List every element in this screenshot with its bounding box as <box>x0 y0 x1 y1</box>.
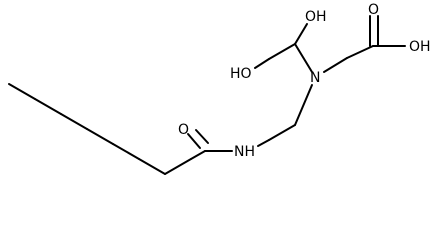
carboxymethyl-group <box>323 15 406 73</box>
octanoyl-chain <box>8 83 206 175</box>
molecule-canvas: OH HO O OH N NH O <box>8 2 431 175</box>
bond-cb-n <box>294 84 313 126</box>
bond-c3-c4 <box>60 113 88 130</box>
bond-n-cc <box>294 43 313 73</box>
atom-label-nh-amide: NH <box>234 144 255 160</box>
bond-c5-c6 <box>112 143 140 160</box>
bond-cc-oh <box>294 23 308 45</box>
ethylene-linker <box>257 84 313 147</box>
bond-c6-c7 <box>138 158 166 175</box>
molecule-structure: OH HO O OH N NH O <box>8 2 431 175</box>
bond-c4-c5 <box>86 128 114 145</box>
bond-cc-cd <box>268 43 296 60</box>
bond-ca-cb <box>268 124 296 141</box>
bond-c7-c8 <box>164 158 192 175</box>
bond-c2-c3 <box>34 98 62 115</box>
atom-label-o-amide: O <box>178 122 189 138</box>
dihydroxyethyl-group <box>254 23 313 73</box>
bond-n-ce <box>323 57 348 73</box>
bond-ce-cf <box>346 45 374 59</box>
bond-c9-o-b <box>195 129 209 144</box>
bond-c9-o-a <box>187 133 201 149</box>
atom-label-ho-left: HO <box>230 66 252 82</box>
atom-label-o-acid: O <box>368 2 379 18</box>
atom-label-oh-acid: OH <box>409 39 431 55</box>
bond-c8-c9 <box>190 150 206 160</box>
bond-cd-ho <box>254 58 270 69</box>
bond-c1-c2 <box>8 83 36 100</box>
atom-label-n-amine: N <box>310 70 320 86</box>
bond-nh-ca <box>257 139 270 147</box>
amide-carbonyl <box>187 129 233 152</box>
atom-label-oh-top: OH <box>305 9 327 25</box>
